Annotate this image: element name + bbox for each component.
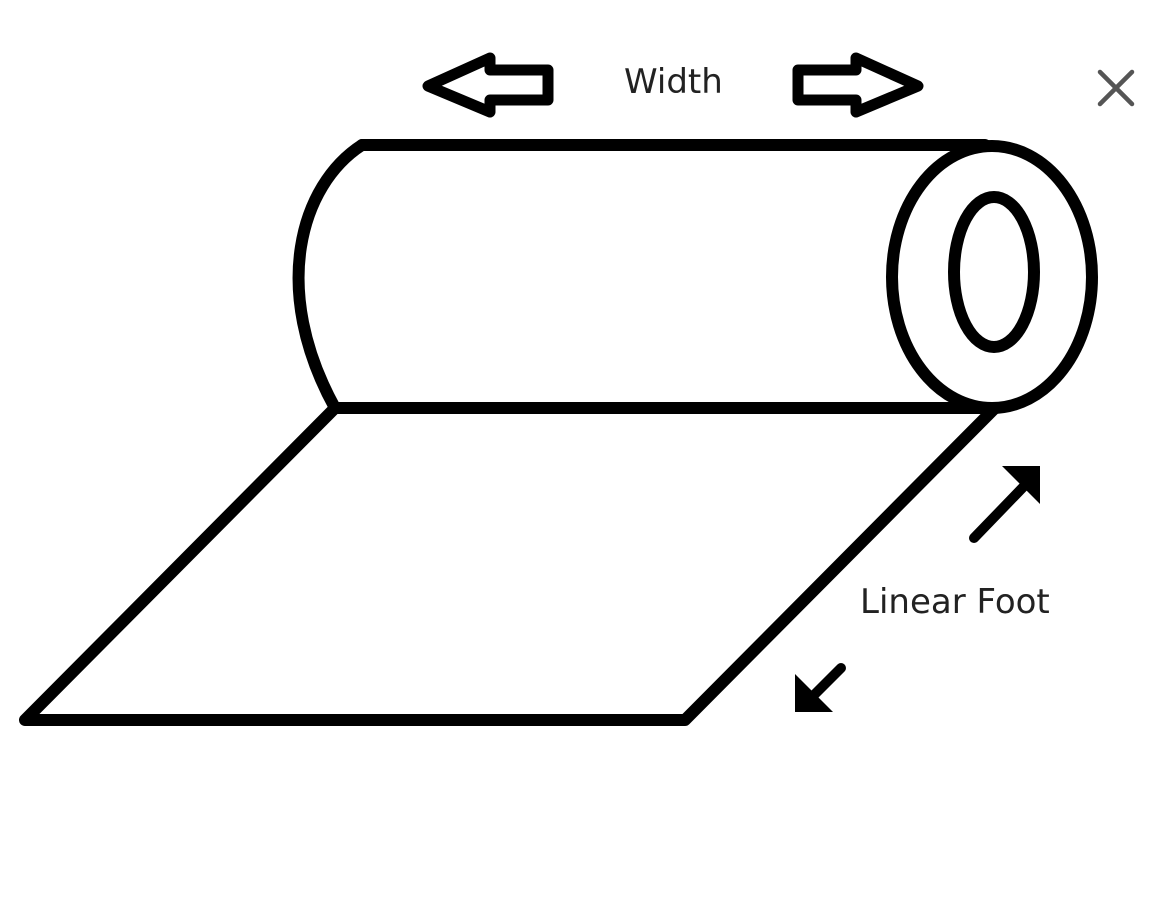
- close-button[interactable]: [1092, 64, 1140, 112]
- width-arrow-right-icon: [792, 52, 924, 118]
- close-icon: [1097, 69, 1135, 107]
- width-arrow-left-icon: [422, 52, 554, 118]
- roll-left-curve: [292, 139, 368, 414]
- roll-end-outer: [886, 140, 1098, 414]
- roll-core: [948, 191, 1040, 353]
- unrolled-sheet: [19, 402, 1001, 726]
- length-arrow-up-icon: [969, 475, 1035, 543]
- width-label: Width: [624, 62, 723, 102]
- linear-foot-label: Linear Foot: [860, 582, 1050, 622]
